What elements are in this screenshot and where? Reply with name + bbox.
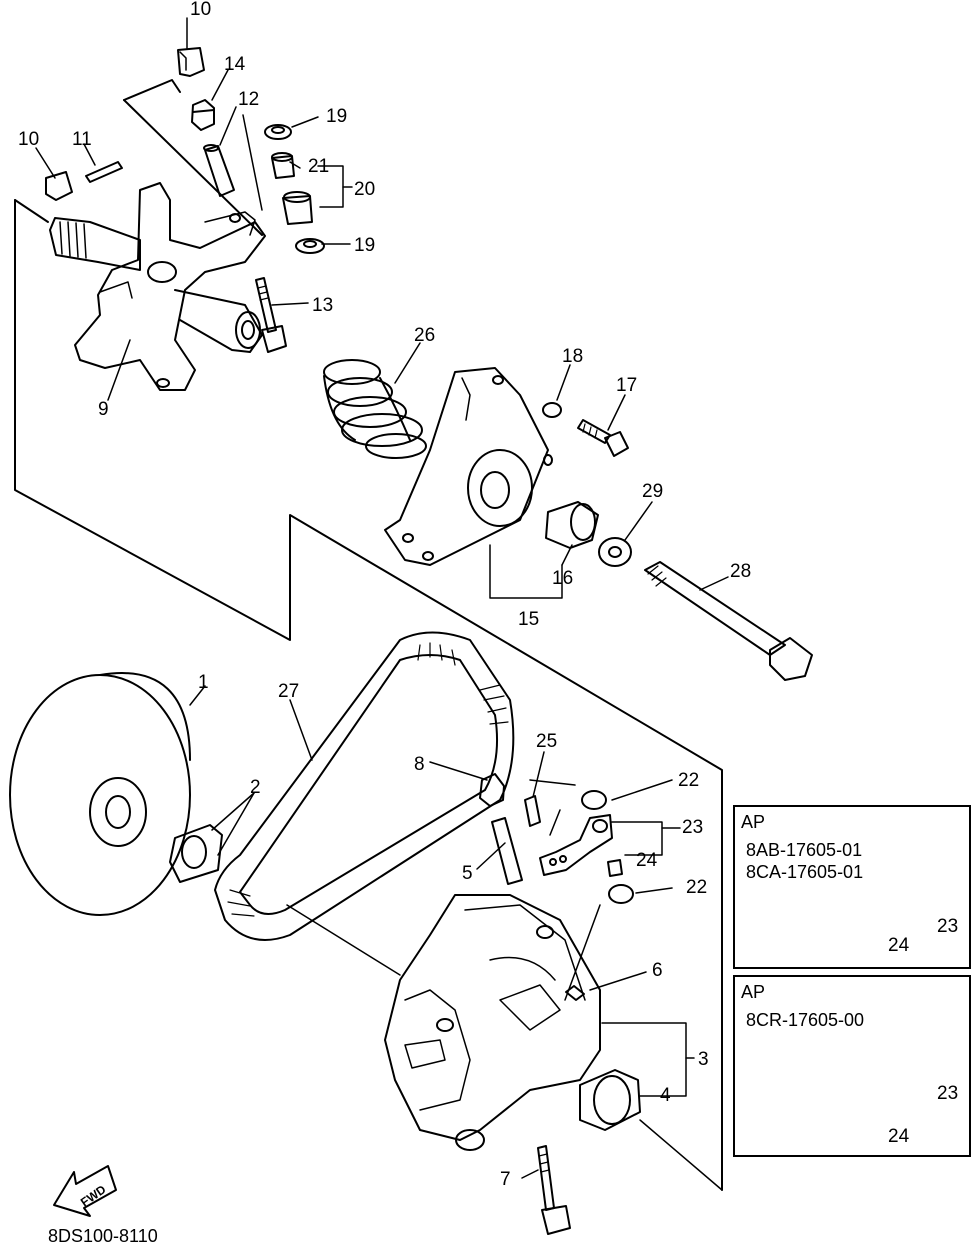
callout-12: 12	[238, 89, 260, 110]
assembly-boundary-lines	[14, 79, 723, 1191]
callout-4: 4	[660, 1085, 671, 1106]
part-7-bolt	[537, 1145, 571, 1235]
callout-20: 20	[354, 179, 376, 200]
part-9-arm-assembly	[49, 182, 266, 391]
part-25-pin	[524, 795, 541, 827]
part-24-roller	[607, 859, 623, 877]
part-29-washer	[598, 537, 632, 567]
part-3-sheave-assembly	[384, 894, 601, 1151]
part-19-washer-top	[264, 124, 292, 140]
inset-1-callout-23: 23	[937, 916, 959, 937]
part-12-pin	[203, 144, 235, 197]
callout-9: 9	[98, 399, 109, 420]
callout-2: 2	[250, 777, 261, 798]
part-13-bolt	[255, 277, 287, 353]
callout-23: 23	[682, 817, 704, 838]
callout-16: 16	[552, 568, 574, 589]
inset-1-tag: AP	[741, 812, 766, 832]
part-19-washer-bottom	[295, 238, 325, 254]
callout-19-top: 19	[326, 106, 348, 127]
callout-29: 29	[642, 481, 664, 502]
inset-2-callout-23: 23	[937, 1083, 959, 1104]
part-16-bushing	[545, 501, 599, 549]
callout-15: 15	[518, 609, 540, 630]
part-5-pin	[491, 817, 523, 885]
part-17-bolt	[577, 419, 629, 457]
callout-8: 8	[414, 754, 425, 775]
callout-7: 7	[500, 1169, 511, 1190]
callout-10-top: 10	[190, 0, 212, 20]
callout-11: 11	[72, 129, 92, 150]
callout-6: 6	[652, 960, 663, 981]
callout-26: 26	[414, 325, 436, 346]
part-23-weight	[539, 814, 613, 876]
part-4-bushing	[579, 1069, 641, 1131]
callout-24: 24	[636, 850, 658, 871]
callout-3: 3	[698, 1049, 709, 1070]
inset-2-tag: AP	[741, 982, 766, 1002]
diagram-code: 8DS100-8110	[48, 1226, 158, 1246]
part-15-cover	[384, 367, 553, 566]
part-14-nut	[191, 99, 215, 131]
callout-27: 27	[278, 681, 300, 702]
inset-2-callout-24: 24	[888, 1126, 910, 1147]
callout-10-left: 10	[18, 129, 40, 150]
inset-2-part-number: 8CR-17605-00	[746, 1010, 865, 1030]
part-22-washer-bottom	[608, 884, 634, 904]
part-8-collar	[479, 773, 505, 807]
callout-19-bottom: 19	[354, 235, 376, 256]
callout-13: 13	[312, 295, 334, 316]
inset-1-part-number-2: 8CA-17605-01	[746, 862, 864, 882]
part-26-spring	[323, 359, 427, 459]
part-2-bushing	[169, 824, 223, 883]
part-20-bushing	[282, 191, 313, 225]
inset-box-1	[733, 805, 971, 969]
inset-box-2	[733, 975, 971, 1157]
fwd-arrow-icon	[53, 1165, 117, 1217]
callout-22-top: 22	[678, 770, 700, 791]
leader-lines	[35, 17, 729, 1191]
part-22-washer-top	[581, 790, 607, 810]
callout-14: 14	[224, 54, 246, 75]
callout-1: 1	[198, 672, 209, 693]
callout-5: 5	[462, 863, 473, 884]
callout-25: 25	[536, 731, 558, 752]
callout-21: 21	[308, 156, 330, 177]
part-10-clip-top	[177, 47, 205, 77]
callout-18: 18	[562, 346, 584, 367]
part-6-screw	[565, 985, 585, 1001]
callout-17: 17	[616, 375, 638, 396]
inset-1-part-number-1: 8AB-17605-01	[746, 840, 863, 860]
part-1-sheave	[9, 672, 191, 916]
part-28-bolt	[644, 561, 813, 681]
callout-22-bottom: 22	[686, 877, 708, 898]
part-21-bushing	[271, 152, 295, 179]
part-10-clip-left	[45, 171, 73, 201]
callout-28: 28	[730, 561, 752, 582]
part-11-pin	[85, 161, 123, 183]
part-27-belt	[214, 631, 515, 941]
part-18-washer	[542, 402, 562, 418]
inset-1-callout-24: 24	[888, 935, 910, 956]
